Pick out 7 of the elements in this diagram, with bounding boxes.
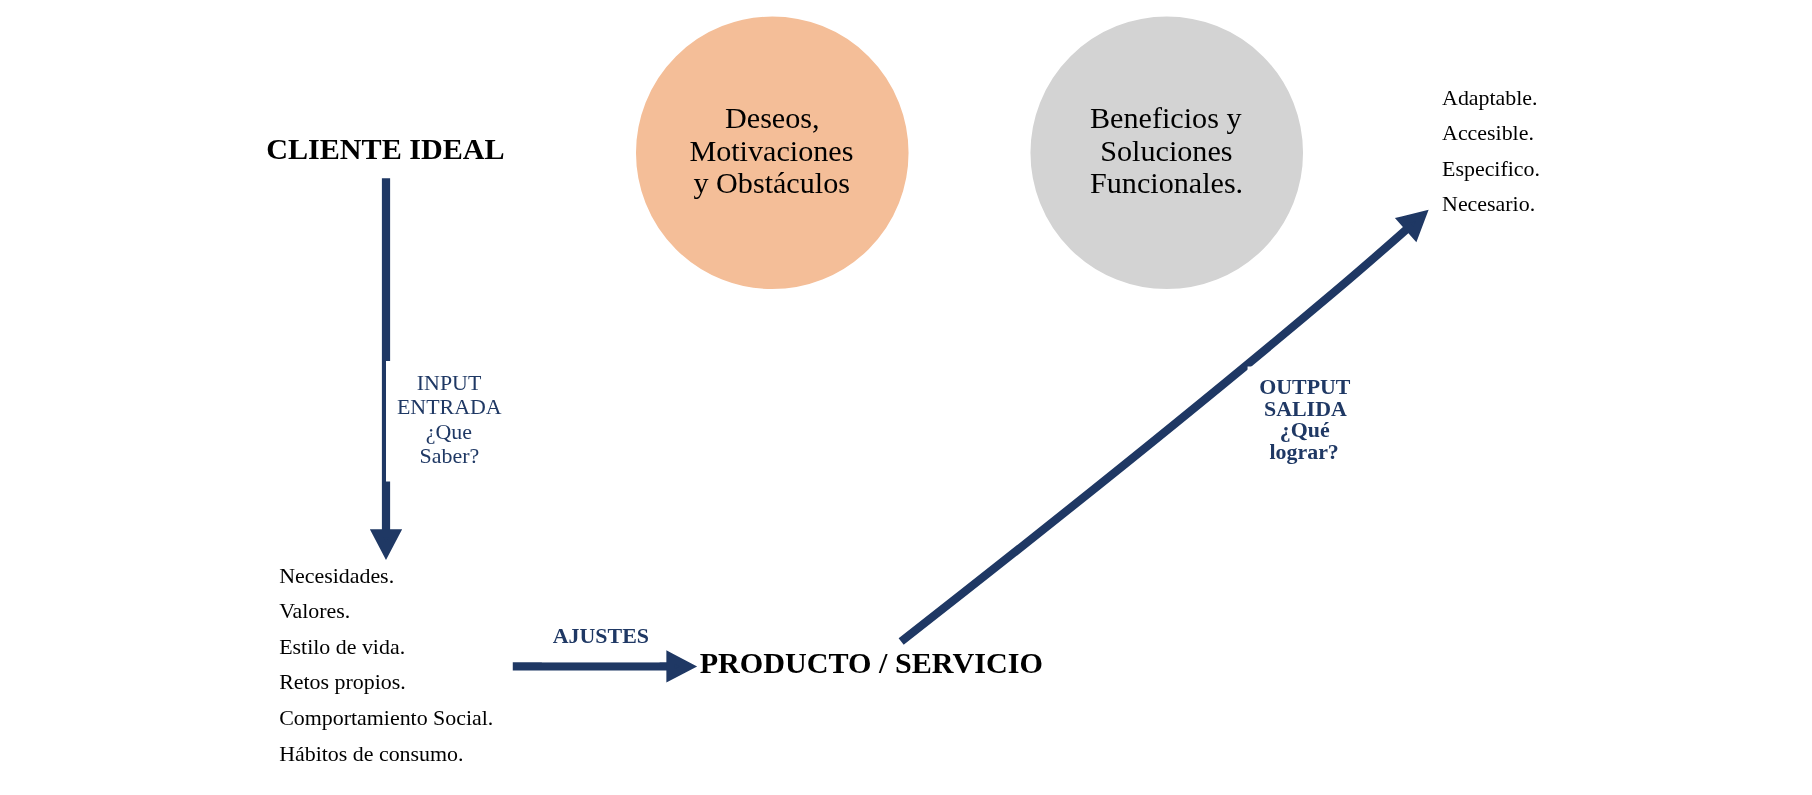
- node-text: PRODUCTO / SERVICIO: [699, 645, 1043, 680]
- node-text: Necesidades. Valores. Estilo de vida. Retos propios. Comportamiento Social. Hábitos de consumo.: [278, 562, 493, 766]
- node-text: Adaptable. Accesible. Especifico. Necesario.: [1441, 84, 1540, 216]
- node-text: CLIENTE IDEAL: [265, 131, 505, 166]
- edge-label: OUTPUT SALIDA ¿Qué lograr?: [1258, 373, 1350, 464]
- edge-label: AJUSTES: [552, 622, 649, 648]
- edge-label: INPUT ENTRADA ¿Que Saber?: [396, 369, 502, 468]
